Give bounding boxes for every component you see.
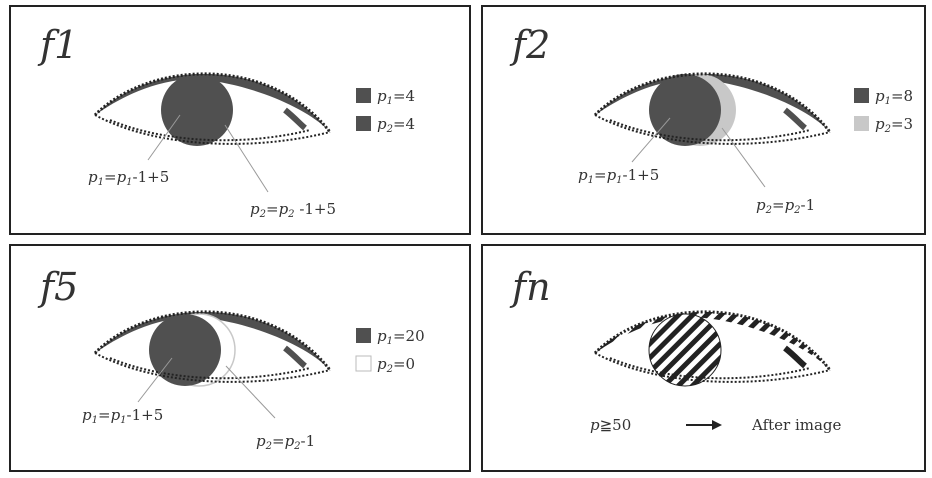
- arrow-icon: [686, 420, 722, 430]
- eye-f2: [593, 72, 832, 188]
- panel-f1-title: f1: [37, 23, 78, 67]
- formula-p2-f5: p2=p2-1: [256, 432, 315, 452]
- legend-swatch-p2: [356, 116, 371, 131]
- after-image-label: After image: [751, 416, 842, 434]
- panel-f5-title: f5: [37, 265, 78, 309]
- svg-text:p2=3: p2=3: [875, 115, 913, 135]
- panel-fn-title: fn: [509, 265, 551, 309]
- legend-swatch-p1: [356, 88, 371, 103]
- eye-fn: [593, 310, 832, 387]
- eye-f5: [93, 310, 332, 419]
- formula-p2-f2: p2=p2-1: [756, 196, 815, 216]
- svg-text:p1=20: p1=20: [377, 327, 425, 347]
- formula-p1-f2: p1=p1-1+5: [578, 166, 659, 186]
- legend-f2: p1=8 p2=3: [854, 87, 913, 135]
- svg-text:p1=8: p1=8: [875, 87, 913, 107]
- iris-f5: [149, 314, 221, 386]
- threshold-label: p≧50: [590, 416, 631, 434]
- iris-f2: [649, 74, 721, 146]
- iris-f1: [161, 74, 233, 146]
- panel-f1-border: [9, 5, 471, 235]
- legend-swatch-p1: [854, 88, 869, 103]
- svg-text:p1=4: p1=4: [377, 87, 415, 107]
- svg-text:p2=4: p2=4: [377, 115, 415, 135]
- legend-f1: p1=4 p2=4: [356, 87, 415, 135]
- panel-f1: f1 p1=4 p2=4 p1=p1-1+5 p2=p2 -1+5: [9, 5, 471, 235]
- formula-p1-f1: p1=p1-1+5: [88, 168, 169, 188]
- panel-f2-border: [481, 5, 926, 235]
- panel-f2-title: f2: [509, 23, 550, 67]
- formula-p1-f5: p1=p1-1+5: [82, 406, 163, 426]
- formula-p2-f1: p2=p2 -1+5: [250, 200, 336, 220]
- legend-swatch-p2: [854, 116, 869, 131]
- panel-fn-border: [481, 244, 926, 472]
- panel-fn: fn p≧50 After image: [481, 244, 926, 472]
- svg-text:p2=0: p2=0: [377, 355, 415, 375]
- legend-f5: p1=20 p2=0: [355, 327, 425, 375]
- panel-f2: f2 p1=8 p2=3 p1=p1-1+5 p2=p2-1: [481, 5, 926, 235]
- eye-f1: [93, 72, 332, 193]
- panel-f5: f5 p1=20 p2=0 p1=p1-1+5 p2=p2-1: [9, 244, 471, 472]
- legend-swatch-p2: [355, 355, 372, 372]
- legend-swatch-p1: [356, 328, 371, 343]
- panel-f5-border: [9, 244, 471, 472]
